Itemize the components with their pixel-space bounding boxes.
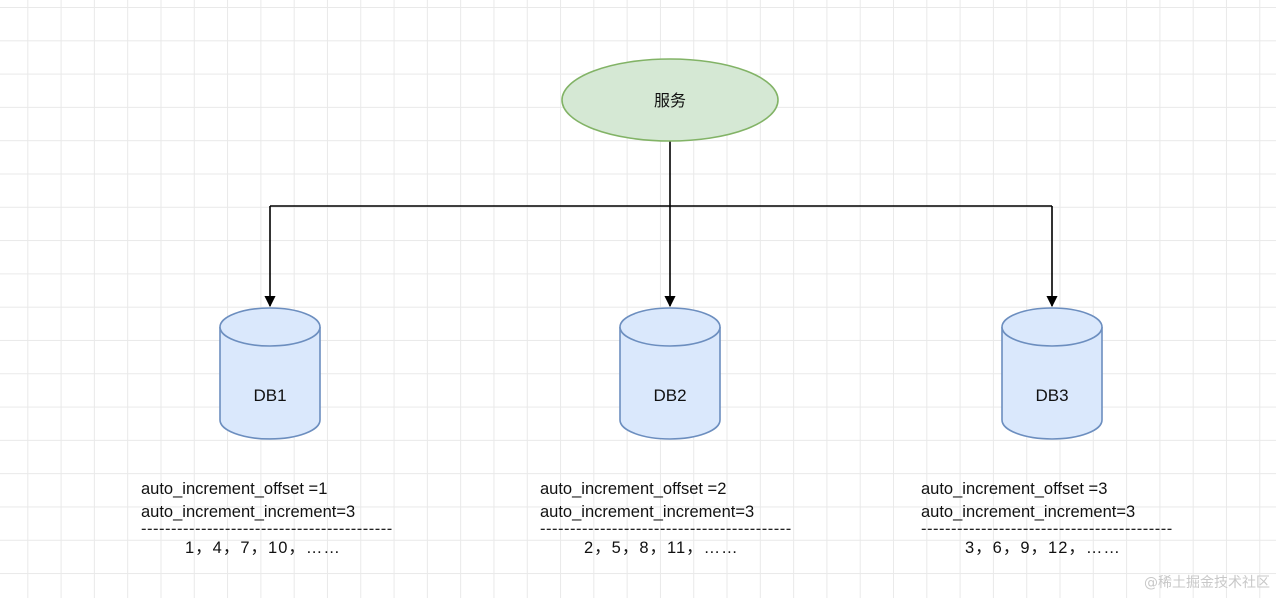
db3-increment-text: auto_increment_increment=3 xyxy=(921,503,1136,521)
db2-sequence-text: 2，5，8，11，…… xyxy=(584,539,739,557)
db1-offset-text: auto_increment_offset =1 xyxy=(141,480,328,498)
db1-separator: ----------------------------------------… xyxy=(141,520,393,538)
db3-node[interactable]: DB3 xyxy=(1001,307,1103,440)
db3-offset-text: auto_increment_offset =3 xyxy=(921,480,1108,498)
service-label: 服务 xyxy=(654,92,686,110)
db2-offset-text: auto_increment_offset =2 xyxy=(540,480,727,498)
db1-increment-text: auto_increment_increment=3 xyxy=(141,503,356,521)
db1-note: auto_increment_offset =1 auto_increment_… xyxy=(141,478,393,560)
watermark: @稀土掘金技术社区 xyxy=(1144,575,1270,591)
db2-increment-text: auto_increment_increment=3 xyxy=(540,503,755,521)
db1-node[interactable]: DB1 xyxy=(219,307,321,440)
db3-separator: ----------------------------------------… xyxy=(921,520,1173,538)
db1-sequence-text: 1，4，7，10，…… xyxy=(185,539,341,557)
db2-label: DB2 xyxy=(653,386,686,405)
db1-label: DB1 xyxy=(253,386,286,405)
db2-note: auto_increment_offset =2 auto_increment_… xyxy=(540,478,792,560)
db3-sequence-text: 3，6，9，12，…… xyxy=(965,539,1121,557)
db3-label: DB3 xyxy=(1035,386,1068,405)
db2-node[interactable]: DB2 xyxy=(619,307,721,440)
connectors xyxy=(264,141,1058,308)
service-node[interactable]: 服务 xyxy=(561,58,779,142)
db2-separator: ----------------------------------------… xyxy=(540,520,792,538)
db3-note: auto_increment_offset =3 auto_increment_… xyxy=(921,478,1173,560)
